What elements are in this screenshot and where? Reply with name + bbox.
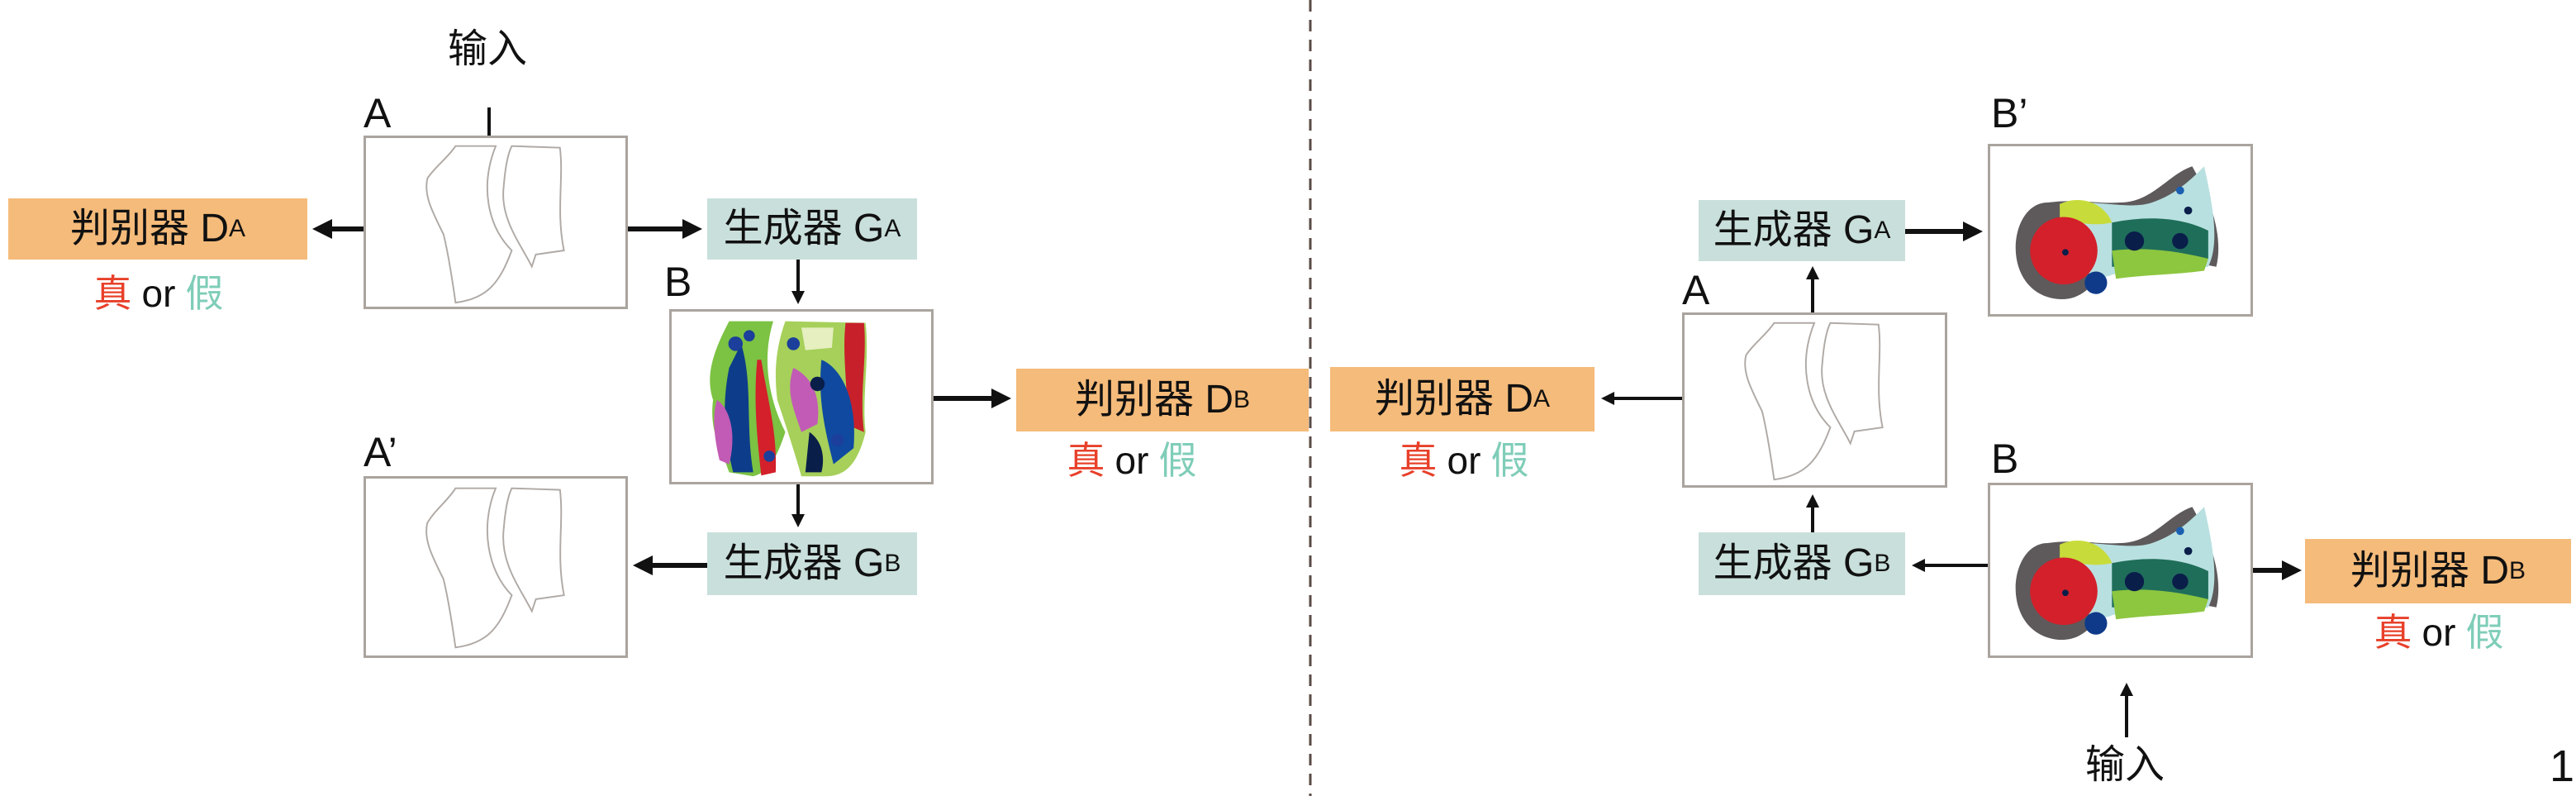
input-label: 输入 bbox=[448, 27, 528, 71]
label-b-prime: B’ bbox=[1991, 90, 2028, 136]
or-label: or bbox=[141, 272, 176, 315]
real-label: 真 bbox=[1067, 439, 1105, 482]
or-label: or bbox=[2422, 611, 2456, 654]
or-label: or bbox=[1447, 439, 1481, 482]
generator-b-subscript: B bbox=[1874, 550, 1891, 577]
colored-joint-image bbox=[2015, 166, 2219, 300]
real-label: 真 bbox=[93, 272, 132, 315]
image-a-outline bbox=[364, 136, 628, 309]
image-b-colored bbox=[1988, 483, 2253, 658]
discriminator-a-label: 判别器 D bbox=[1374, 377, 1533, 421]
discriminator-a-label: 判别器 D bbox=[69, 207, 229, 250]
image-b-colored bbox=[669, 309, 934, 484]
colored-joint-image bbox=[2015, 507, 2219, 641]
generator-a-subscript: A bbox=[884, 215, 901, 242]
label-b: B bbox=[1991, 436, 2019, 482]
generator-a-label: 生成器 G bbox=[1713, 208, 1875, 252]
discriminator-b-label: 判别器 D bbox=[1074, 378, 1233, 422]
generator-b-label: 生成器 G bbox=[1713, 541, 1875, 585]
discriminator-b-subscript: B bbox=[2509, 557, 2526, 584]
bone-outline-image bbox=[425, 145, 565, 304]
bone-outline-image bbox=[425, 487, 565, 649]
label-a: A bbox=[1682, 267, 1710, 313]
fake-label: 假 bbox=[2465, 611, 2504, 654]
input-label: 输入 bbox=[2085, 743, 2165, 787]
image-a-outline bbox=[1682, 312, 1947, 488]
real-label: 真 bbox=[2374, 611, 2412, 654]
fake-label: 假 bbox=[1490, 439, 1529, 482]
generator-b-subscript: B bbox=[884, 550, 901, 577]
label-a-prime: A’ bbox=[364, 429, 397, 475]
label-a: A bbox=[364, 90, 392, 136]
fake-label: 假 bbox=[185, 272, 224, 315]
figure-number: 1 bbox=[2550, 741, 2575, 791]
real-label: 真 bbox=[1399, 439, 1438, 482]
label-b: B bbox=[664, 259, 692, 305]
or-label: or bbox=[1115, 439, 1149, 482]
bone-outline-image bbox=[1744, 322, 1884, 481]
generator-a-subscript: A bbox=[1874, 217, 1891, 244]
discriminator-b-label: 判别器 D bbox=[2350, 549, 2509, 593]
image-a-prime-outline bbox=[364, 476, 628, 658]
image-b-prime-colored bbox=[1988, 144, 2253, 317]
generator-a-label: 生成器 G bbox=[723, 207, 885, 250]
discriminator-a-subscript: A bbox=[229, 215, 246, 242]
colored-bone-image bbox=[710, 321, 867, 477]
discriminator-a-subscript: A bbox=[1533, 385, 1551, 412]
discriminator-b-subscript: B bbox=[1233, 386, 1251, 413]
generator-b-label: 生成器 G bbox=[723, 541, 885, 585]
fake-label: 假 bbox=[1158, 439, 1197, 482]
